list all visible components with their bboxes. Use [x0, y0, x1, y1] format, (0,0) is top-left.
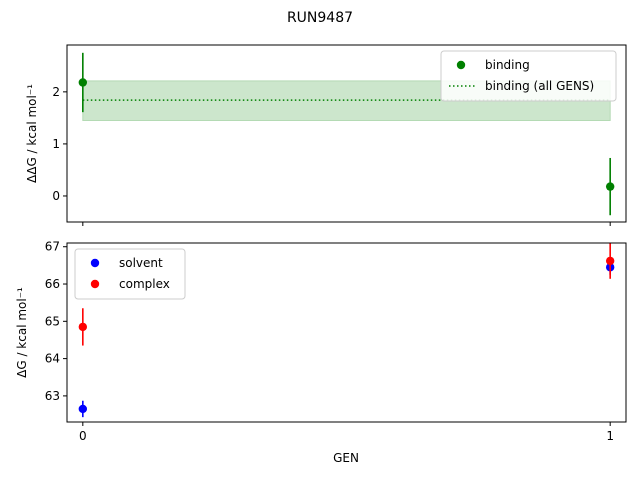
y-axis-label: ΔG / kcal mol⁻¹: [15, 287, 29, 378]
x-tick-label: 0: [79, 429, 87, 443]
y-tick-label: 63: [45, 389, 60, 403]
y-tick-label: 1: [52, 137, 60, 151]
axes-frame: [66, 242, 627, 423]
x-tick-label: 1: [606, 429, 614, 443]
y-tick-label: 65: [45, 314, 60, 328]
binding-point: [78, 78, 88, 87]
y-axis-label: ΔΔG / kcal mol⁻¹: [25, 84, 39, 183]
y-tick-label: 64: [45, 352, 60, 366]
y-tick-label: 67: [45, 240, 60, 254]
legend-label: binding: [485, 58, 530, 72]
complex-legend-marker: [90, 279, 100, 289]
axes-frame: [66, 44, 627, 223]
figure-title: RUN9487: [287, 10, 353, 26]
legend-box: [440, 50, 617, 102]
legend-label: complex: [119, 277, 170, 291]
y-tick-label: 2: [52, 85, 60, 99]
legend: solvent complex: [74, 248, 186, 300]
solvent-complex-panel: 63 64 65 66 67 0 1 ΔG / kcal mol⁻¹ solvent comple…: [15, 240, 627, 443]
binding-legend-marker: [456, 60, 466, 70]
x-axis-label: GEN: [333, 451, 359, 465]
y-tick-label: 0: [52, 189, 60, 203]
y-tick-label: 66: [45, 277, 60, 291]
solvent-point: [78, 404, 88, 414]
legend-label: binding (all GENS): [485, 79, 594, 93]
legend-label: solvent: [119, 256, 163, 270]
legend: binding binding (all GENS): [440, 50, 617, 102]
binding-panel: 0 1 2 ΔΔG / kcal mol⁻¹ binding binding (all G…: [25, 44, 627, 226]
complex-point: [605, 256, 615, 266]
solvent-legend-marker: [90, 258, 100, 268]
complex-point: [78, 322, 88, 332]
legend-box: [74, 248, 186, 300]
binding-point: [605, 182, 615, 191]
